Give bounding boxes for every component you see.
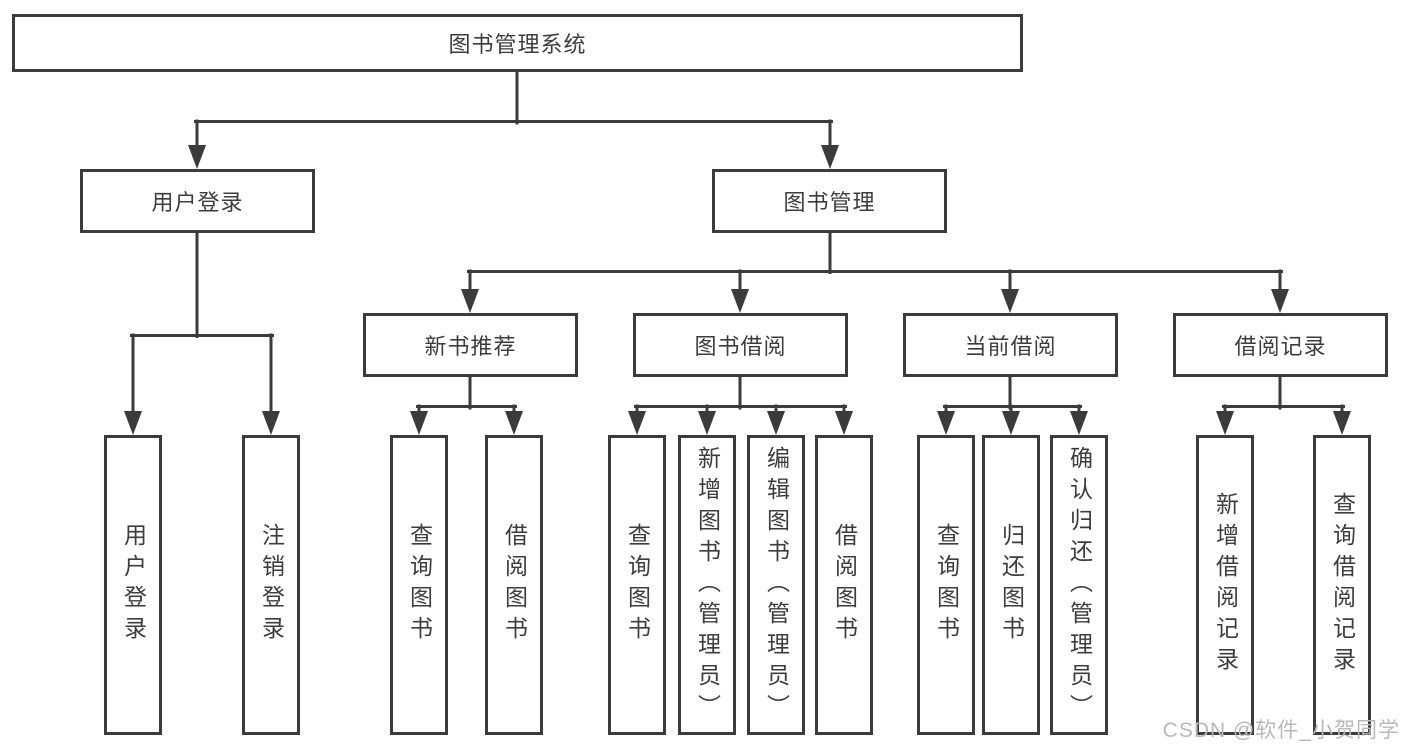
leaf-recommend-query-books: 查询图书: [390, 435, 448, 735]
node-current-borrow: 当前借阅: [903, 313, 1118, 377]
leaf-borrow-borrow-books: 借阅图书: [815, 435, 873, 735]
leaf-current-query-books: 查询图书: [917, 435, 975, 735]
node-new-book-recommend: 新书推荐: [363, 313, 578, 377]
connector-user-login-to-leaves: [124, 231, 280, 435]
connector-book-borrow-to-leaves: [628, 375, 853, 435]
connector-book-management-to-groups: [461, 231, 1289, 313]
leaf-borrow-edit-books-admin: 编辑图书（管理员）: [747, 435, 805, 735]
connector-current-borrow-to-leaves: [937, 375, 1088, 435]
leaf-logout: 注销登录: [242, 435, 300, 735]
csdn-watermark: CSDN @软件_小贺同学: [1162, 719, 1400, 742]
node-root-library-management-system: 图书管理系统: [12, 14, 1023, 72]
connector-new-book-recommend-to-leaves: [410, 375, 523, 435]
leaf-records-add-borrow-record: 新增借阅记录: [1196, 435, 1254, 735]
connector-root-to-branches: [188, 67, 839, 169]
leaf-current-return-books: 归还图书: [982, 435, 1040, 735]
leaf-borrow-query-books: 查询图书: [608, 435, 666, 735]
node-book-borrow: 图书借阅: [633, 313, 848, 377]
leaf-borrow-add-books-admin: 新增图书（管理员）: [678, 435, 736, 735]
leaf-recommend-borrow-books: 借阅图书: [485, 435, 543, 735]
leaf-user-login: 用户登录: [104, 435, 162, 735]
leaf-records-query-borrow-record: 查询借阅记录: [1313, 435, 1371, 735]
node-borrow-records: 借阅记录: [1173, 313, 1388, 377]
leaf-current-confirm-return-admin: 确认归还（管理员）: [1050, 435, 1108, 735]
node-user-login: 用户登录: [80, 169, 315, 233]
connector-borrow-records-to-leaves: [1216, 375, 1351, 435]
node-book-management: 图书管理: [712, 169, 947, 233]
